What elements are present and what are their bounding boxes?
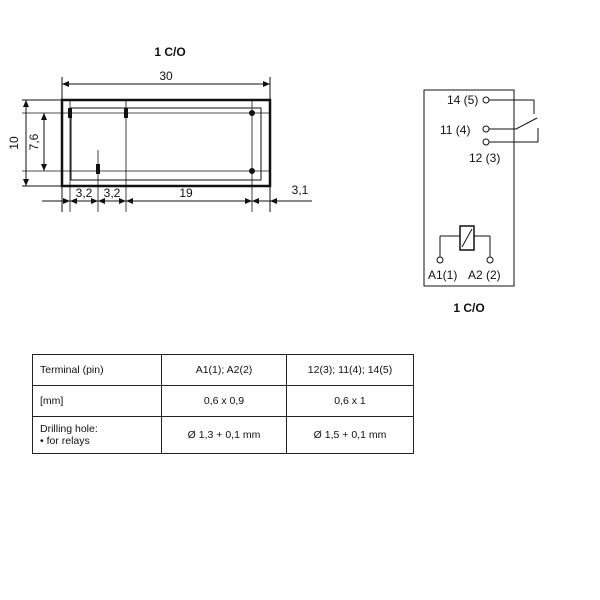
pitch-b-label: 3,2 [104, 186, 121, 200]
pin-round-1 [249, 110, 255, 116]
height-label: 10 [7, 136, 21, 150]
pin-grid [22, 100, 270, 212]
table-cell: 0,6 x 1 [286, 385, 414, 417]
relay-body-inner [70, 107, 262, 181]
coil-symbol [436, 225, 494, 264]
table-row: [mm] 0,6 x 0,9 0,6 x 1 [32, 385, 414, 417]
table-cell: 12(3); 11(4); 14(5) [286, 354, 414, 386]
table-cell: [mm] [32, 385, 162, 417]
pitch-c-label: 19 [179, 186, 193, 200]
inner-height-dimension: 7,6 [27, 113, 47, 171]
width-label: 30 [159, 69, 173, 83]
pin-12-label: 12 (3) [469, 151, 500, 165]
offset-label: 3,1 [292, 183, 309, 197]
pin-slot-2 [124, 108, 128, 118]
pin-14-label: 14 (5) [447, 93, 478, 107]
width-dimension: 30 [61, 69, 271, 100]
table-cell: Ø 1,3 + 0,1 mm [161, 416, 287, 454]
table-cell: Drilling hole: • for relays [32, 416, 162, 454]
table-row: Terminal (pin) A1(1); A2(2) 12(3); 11(4)… [32, 354, 414, 386]
relay-body-outline [60, 98, 272, 188]
pin-11-label: 11 (4) [440, 123, 470, 137]
pins [68, 108, 255, 174]
pitch-a-label: 3,2 [76, 186, 93, 200]
pin-slot-3 [96, 164, 100, 174]
drilling-hole-label: Drilling hole: [40, 423, 98, 435]
pin-a2-label: A2 (2) [468, 268, 501, 282]
height-dimension: 10 [7, 99, 62, 187]
bottom-dimension-chain: 3,2 3,2 19 3,1 [42, 183, 312, 212]
table-cell: Ø 1,5 + 0,1 mm [286, 416, 414, 454]
table-cell: 0,6 x 0,9 [161, 385, 287, 417]
dimension-title: 1 C/O [154, 45, 185, 59]
pin-slot-1 [68, 108, 72, 118]
table-cell: A1(1); A2(2) [161, 354, 287, 386]
pin-a1-label: A1(1) [428, 268, 457, 282]
contact-symbol [482, 96, 539, 146]
table-row: Drilling hole: • for relays Ø 1,3 + 0,1 … [32, 416, 414, 454]
inner-height-label: 7,6 [27, 133, 41, 150]
for-relays-label: • for relays [40, 435, 90, 447]
table-cell: Terminal (pin) [32, 354, 162, 386]
schematic-frame [423, 89, 515, 287]
terminal-table: Terminal (pin) A1(1); A2(2) 12(3); 11(4)… [32, 354, 414, 454]
pin-round-2 [249, 168, 255, 174]
schematic-caption: 1 C/O [453, 301, 484, 315]
drawing-canvas: 1 C/O 30 10 7,6 [7, 45, 539, 315]
